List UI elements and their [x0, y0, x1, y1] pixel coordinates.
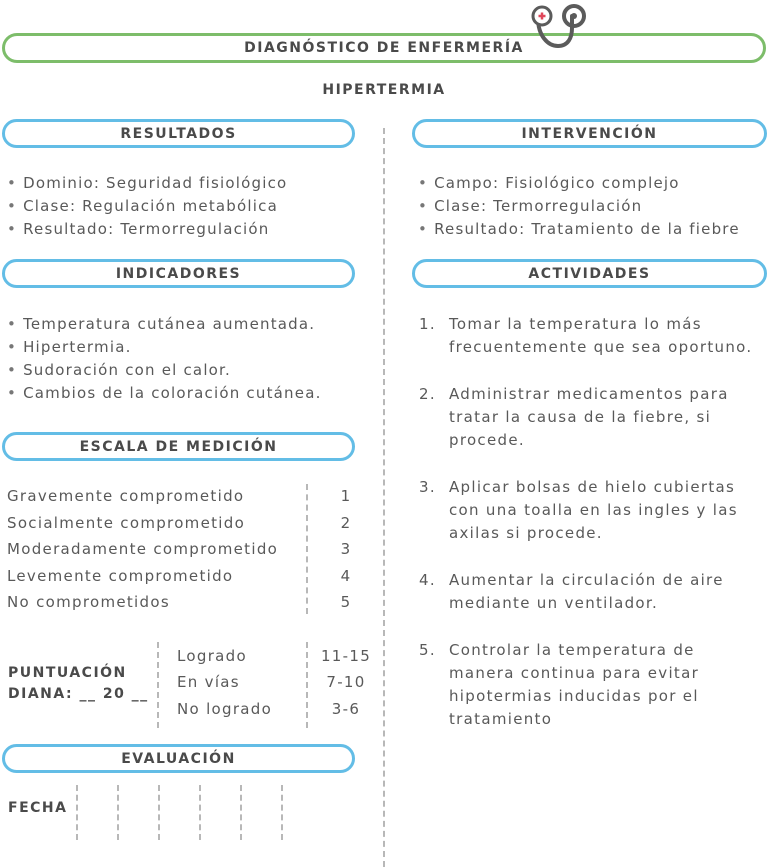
list-item: Dominio: Seguridad fisiológico — [7, 172, 287, 195]
fecha-column-divider — [76, 785, 78, 840]
item-line: tratar la causa de la fiebre, si — [449, 408, 712, 426]
list-item: 3. Aplicar bolsas de hielo cubiertas con… — [419, 476, 768, 545]
actividades-title: ACTIVIDADES — [528, 265, 651, 282]
escala-divider — [306, 484, 308, 614]
list-item: Sudoración con el calor. — [7, 359, 322, 382]
fecha-label: FECHA — [8, 800, 68, 816]
puntuacion-range: 11-15 — [320, 647, 372, 665]
puntuacion-row-label: No logrado — [177, 700, 273, 718]
item-number: 5. — [419, 641, 436, 659]
indicadores-header: INDICADORES — [2, 259, 355, 288]
evaluacion-header: EVALUACIÓN — [2, 744, 355, 773]
item-line: Aumentar la circulación de aire — [449, 571, 724, 589]
puntuacion-line2: DIANA: __ 20 __ — [8, 686, 149, 702]
intervencion-header: INTERVENCIÓN — [412, 119, 767, 148]
resultados-list: Dominio: Seguridad fisiológico Clase: Re… — [7, 172, 287, 241]
puntuacion-row-label: En vías — [177, 673, 240, 691]
escala-label: Gravemente comprometido — [7, 487, 245, 505]
escala-label: Levemente comprometido — [7, 567, 234, 585]
actividades-header: ACTIVIDADES — [412, 259, 767, 288]
item-line: con una toalla en las ingles y las — [449, 501, 738, 519]
header-banner: DIAGNÓSTICO DE ENFERMERÍA — [2, 33, 766, 63]
diagnosis-title: HIPERTERMIA — [322, 82, 446, 98]
fecha-column-divider — [117, 785, 119, 840]
indicadores-title: INDICADORES — [115, 265, 242, 282]
item-line: tratamiento — [449, 710, 553, 728]
list-item: 2. Administrar medicamentos para tratar … — [419, 383, 768, 452]
stethoscope-icon — [531, 4, 586, 49]
puntuacion-divider-left — [157, 642, 159, 728]
escala-label: Socialmente comprometido — [7, 514, 246, 532]
header-title: DIAGNÓSTICO DE ENFERMERÍA — [244, 40, 524, 56]
item-number: 4. — [419, 571, 436, 589]
item-line: Administrar medicamentos para — [449, 385, 729, 403]
escala-value: 5 — [340, 593, 352, 611]
item-number: 1. — [419, 315, 436, 333]
puntuacion-line1: PUNTUACIÓN — [8, 665, 127, 681]
list-item: Campo: Fisiológico complejo — [418, 172, 740, 195]
fecha-column-divider — [281, 785, 283, 840]
item-line: Aplicar bolsas de hielo cubiertas — [449, 478, 736, 496]
actividades-list: 1. Tomar la temperatura lo más frecuente… — [419, 313, 768, 755]
list-item: 5. Controlar la temperatura de manera co… — [419, 639, 768, 731]
escala-label: Moderadamente comprometido — [7, 540, 279, 558]
item-line: frecuentemente que sea oportuno. — [449, 338, 753, 356]
intervencion-list: Campo: Fisiológico complejo Clase: Termo… — [418, 172, 740, 241]
item-number: 3. — [419, 478, 436, 496]
resultados-title: RESULTADOS — [120, 125, 237, 142]
fecha-column-divider — [158, 785, 160, 840]
item-line: hipotermias inducidas por el — [449, 687, 699, 705]
puntuacion-label: PUNTUACIÓN DIANA: __ 20 __ — [8, 663, 149, 705]
item-line: Tomar la temperatura lo más — [449, 315, 702, 333]
escala-value: 3 — [340, 540, 352, 558]
list-item: 4. Aumentar la circulación de aire media… — [419, 569, 768, 615]
list-item: Hipertermia. — [7, 336, 322, 359]
list-item: Resultado: Tratamiento de la fiebre — [418, 218, 740, 241]
escala-value: 4 — [340, 567, 352, 585]
escala-title: ESCALA DE MEDICIÓN — [79, 438, 278, 455]
puntuacion-range: 7-10 — [326, 673, 366, 691]
center-divider — [383, 128, 385, 867]
puntuacion-divider-right — [306, 642, 308, 728]
escala-label: No comprometidos — [7, 593, 170, 611]
escala-header: ESCALA DE MEDICIÓN — [2, 432, 355, 461]
escala-value: 2 — [340, 514, 352, 532]
evaluacion-title: EVALUACIÓN — [121, 750, 236, 767]
list-item: 1. Tomar la temperatura lo más frecuente… — [419, 313, 768, 359]
list-item: Clase: Termorregulación — [418, 195, 740, 218]
puntuacion-range: 3-6 — [331, 700, 361, 718]
escala-value: 1 — [340, 487, 352, 505]
list-item: Cambios de la coloración cutánea. — [7, 382, 322, 405]
indicadores-list: Temperatura cutánea aumentada. Hiperterm… — [7, 313, 322, 405]
list-item: Resultado: Termorregulación — [7, 218, 287, 241]
fecha-column-divider — [240, 785, 242, 840]
intervencion-title: INTERVENCIÓN — [521, 125, 658, 142]
list-item: Clase: Regulación metabólica — [7, 195, 287, 218]
item-line: manera continua para evitar — [449, 664, 700, 682]
item-line: procede. — [449, 431, 525, 449]
item-number: 2. — [419, 385, 436, 403]
puntuacion-row-label: Logrado — [177, 647, 247, 665]
resultados-header: RESULTADOS — [2, 119, 355, 148]
item-line: Controlar la temperatura de — [449, 641, 695, 659]
list-item: Temperatura cutánea aumentada. — [7, 313, 322, 336]
fecha-column-divider — [199, 785, 201, 840]
item-line: mediante un ventilador. — [449, 594, 659, 612]
item-line: axilas si procede. — [449, 524, 603, 542]
